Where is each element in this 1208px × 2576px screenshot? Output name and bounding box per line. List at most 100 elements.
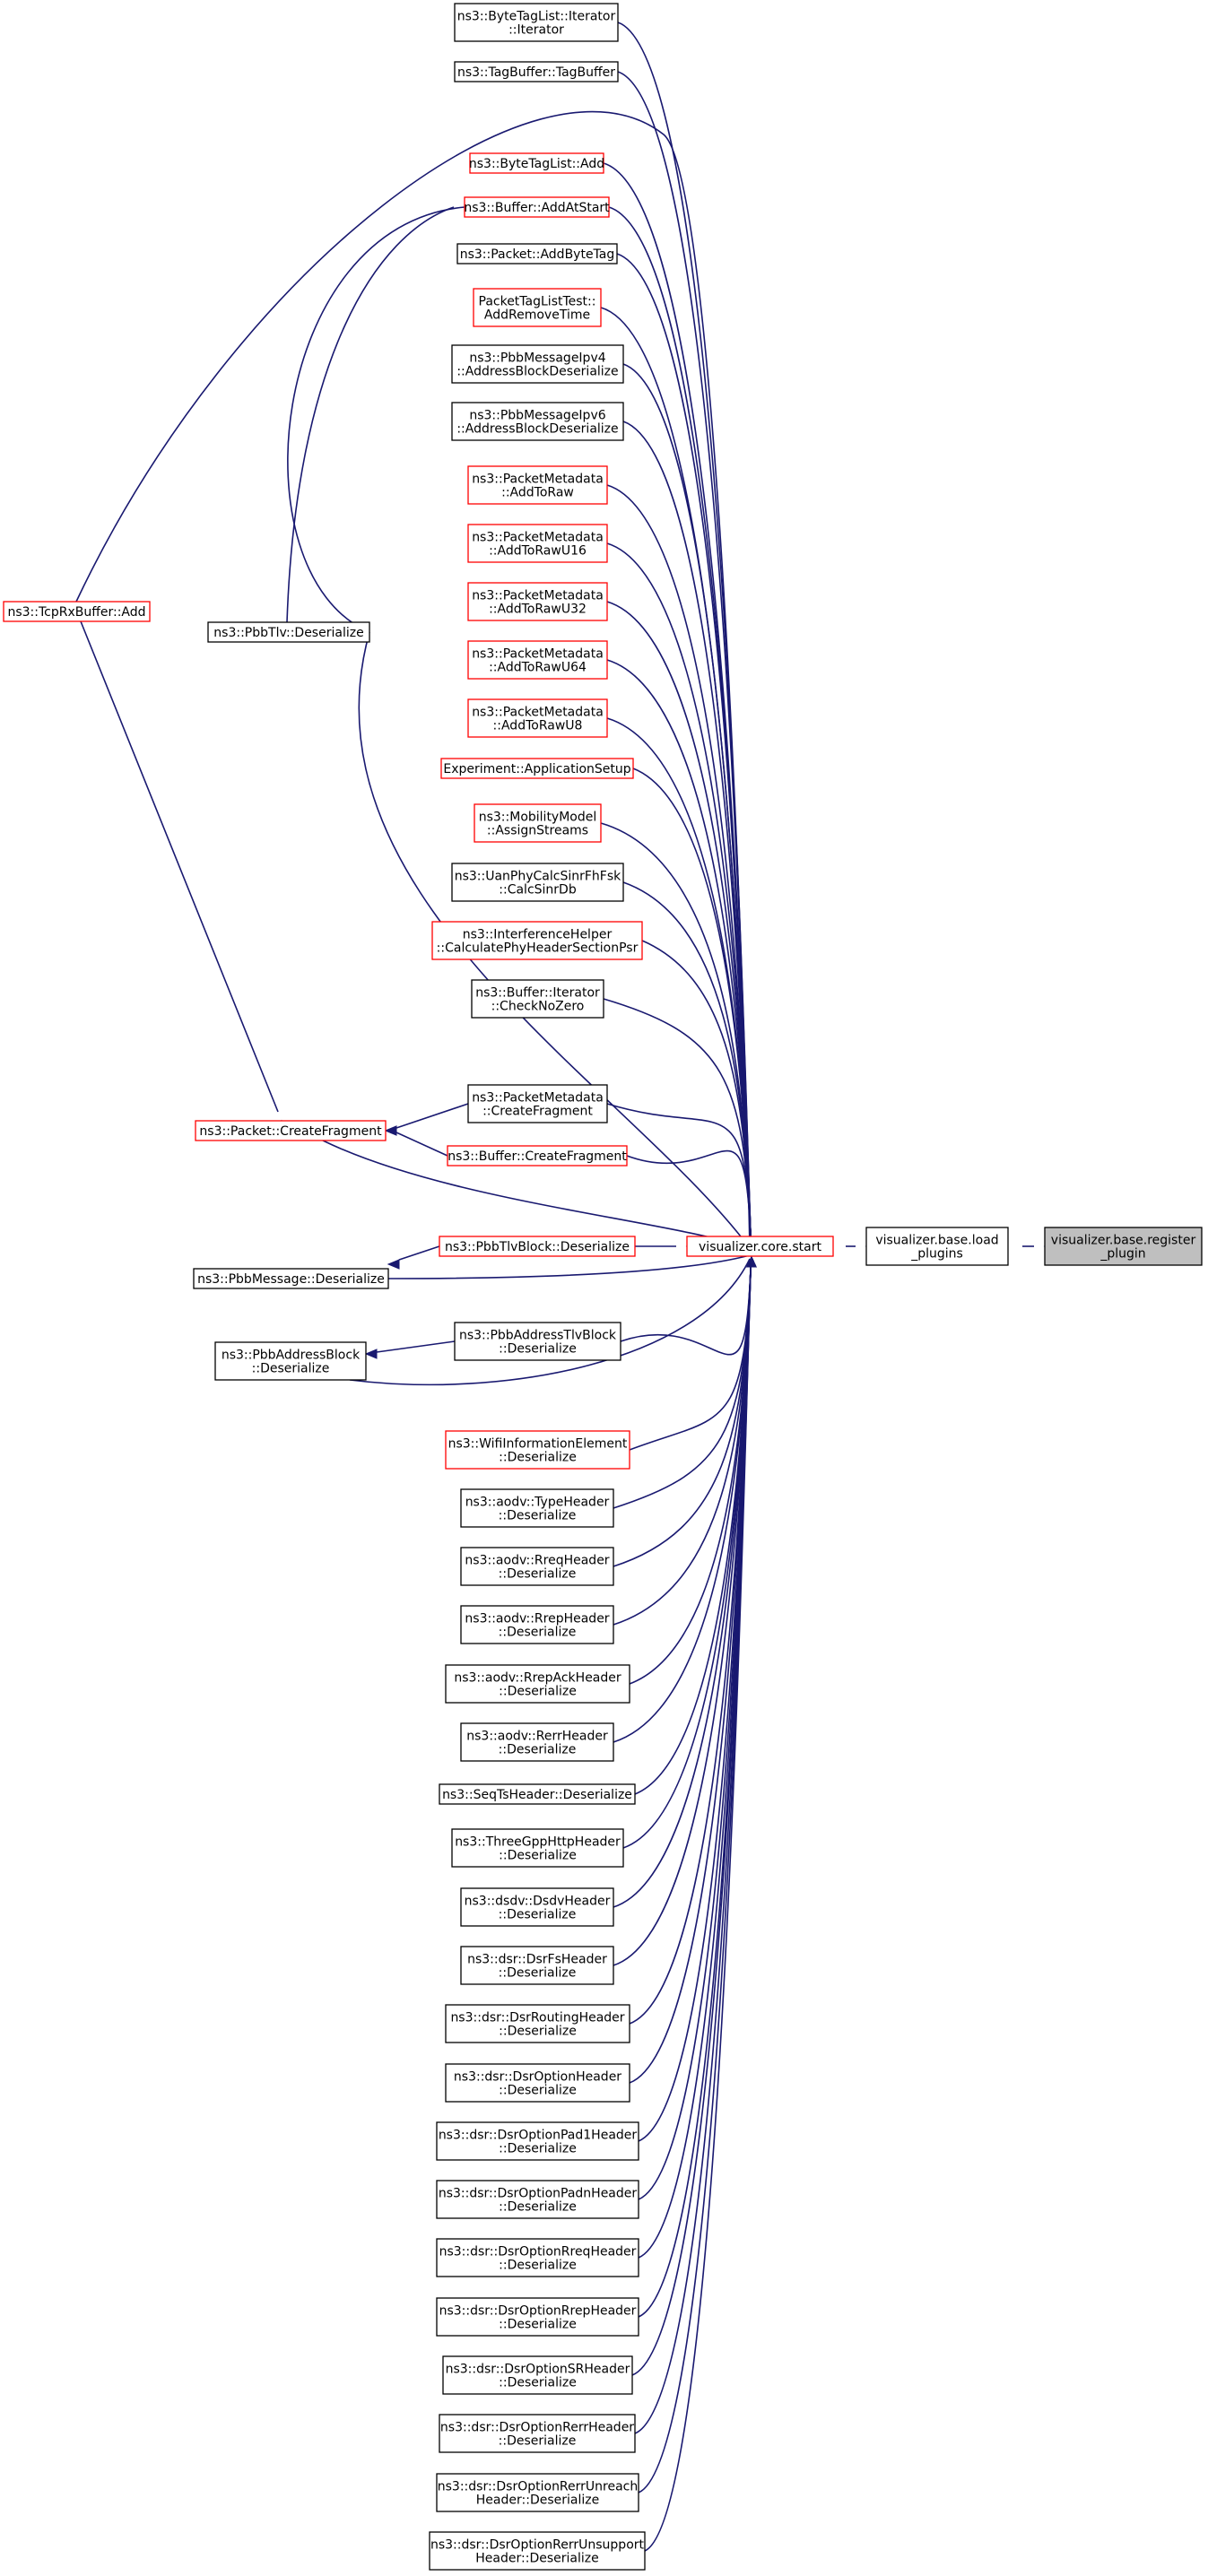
- node-label: ns3::TcpRxBuffer::Add: [7, 605, 145, 620]
- node-bytetagiter[interactable]: ns3::ByteTagList::Iterator::Iterator: [454, 3, 619, 42]
- node-appsetup[interactable]: Experiment::ApplicationSetup: [440, 758, 634, 779]
- node-addtorawu32[interactable]: ns3::PacketMetadata::AddToRawU32: [467, 582, 608, 621]
- node-label: ::AddToRawU64: [489, 661, 587, 675]
- node-label: ns3::aodv::RerrHeader: [466, 1730, 608, 1744]
- node-addtoraw[interactable]: ns3::PacketMetadata::AddToRaw: [467, 465, 608, 505]
- node-tagbuffer[interactable]: ns3::TagBuffer::TagBuffer: [454, 61, 619, 82]
- node-aodvrrepack[interactable]: ns3::aodv::RrepAckHeader::Deserialize: [445, 1664, 630, 1704]
- node-box: [436, 2238, 639, 2277]
- node-pbbaddrblock[interactable]: ns3::PbbAddressBlock::Deserialize: [214, 1341, 367, 1381]
- node-dsrunreach[interactable]: ns3::dsr::DsrOptionRerrUnreachHeader::De…: [436, 2473, 639, 2512]
- node-box: [454, 1322, 621, 1361]
- node-pbbtlv[interactable]: ns3::PbbTlv::Deserialize: [207, 621, 370, 643]
- node-label: ns3::dsr::DsrOptionRerrUnsupport: [430, 2538, 645, 2553]
- node-dsrrouting[interactable]: ns3::dsr::DsrRoutingHeader::Deserialize: [445, 2004, 630, 2043]
- node-box: [467, 582, 608, 621]
- node-register[interactable]: visualizer.base.register_plugin: [1044, 1227, 1203, 1266]
- node-bytetagadd[interactable]: ns3::ByteTagList::Add: [469, 152, 604, 174]
- node-label: ns3::dsr::DsrOptionRerrUnreach: [438, 2480, 639, 2494]
- node-box: [865, 1227, 1009, 1266]
- node-bufcreatefrag[interactable]: ns3::Buffer::CreateFragment: [447, 1145, 628, 1167]
- node-label: ns3::UanPhyCalcSinrFhFsk: [455, 870, 621, 884]
- node-aodvrerr[interactable]: ns3::aodv::RerrHeader::Deserialize: [460, 1722, 614, 1762]
- node-pbbipv4[interactable]: ns3::PbbMessageIpv4::AddressBlockDeseria…: [451, 344, 624, 384]
- node-label: ::Deserialize: [499, 2200, 577, 2215]
- node-label: ::Deserialize: [499, 1966, 577, 1981]
- node-aodvrrep[interactable]: ns3::aodv::RrepHeader::Deserialize: [460, 1605, 614, 1644]
- node-box: [467, 524, 608, 563]
- node-label: ns3::PbbTlv::Deserialize: [213, 626, 363, 640]
- node-label: ::Deserialize: [499, 2434, 577, 2449]
- node-box: [460, 1605, 614, 1644]
- edge-pbbaddrtlvblock-pbbaddrblock: [364, 1340, 456, 1359]
- node-addremovetime[interactable]: PacketTagListTest::AddRemoveTime: [473, 288, 602, 327]
- node-box: [445, 1664, 630, 1704]
- node-aodvrreq[interactable]: ns3::aodv::RreqHeader::Deserialize: [460, 1547, 614, 1586]
- node-label: ::Deserialize: [499, 1567, 577, 1582]
- node-label: ::Deserialize: [499, 1908, 577, 1922]
- node-load[interactable]: visualizer.base.load_plugins: [865, 1227, 1009, 1266]
- node-pmcreatefrag[interactable]: ns3::PacketMetadata::CreateFragment: [467, 1084, 608, 1123]
- edge-pmcreatefrag-packetcreatefrag: [384, 1103, 469, 1136]
- node-dsroption[interactable]: ns3::dsr::DsrOptionHeader::Deserialize: [445, 2063, 630, 2103]
- node-label: visualizer.base.load: [875, 1234, 998, 1248]
- node-label: ::AddressBlockDeserialize: [456, 365, 618, 379]
- node-label: ::Deserialize: [499, 1743, 577, 1757]
- node-label: ns3::Packet::CreateFragment: [199, 1124, 382, 1139]
- node-dsrfs[interactable]: ns3::dsr::DsrFsHeader::Deserialize: [460, 1946, 614, 1985]
- node-pbbmsgdeser[interactable]: ns3::PbbMessage::Deserialize: [193, 1268, 389, 1289]
- node-dsdv[interactable]: ns3::dsdv::DsdvHeader::Deserialize: [460, 1887, 614, 1927]
- node-label: _plugin: [1099, 1247, 1145, 1262]
- node-label: ns3::dsr::DsrRoutingHeader: [450, 2011, 624, 2025]
- node-dsrrerr[interactable]: ns3::dsr::DsrOptionRerrHeader::Deseriali…: [439, 2414, 636, 2453]
- node-pbbaddrtlvblock[interactable]: ns3::PbbAddressTlvBlock::Deserialize: [454, 1322, 621, 1361]
- node-label: ns3::SeqTsHeader::Deserialize: [442, 1788, 632, 1802]
- node-wifiinfo[interactable]: ns3::WifiInformationElement::Deserialize: [445, 1430, 630, 1470]
- node-box: [436, 2473, 639, 2512]
- node-addtorawu64[interactable]: ns3::PacketMetadata::AddToRawU64: [467, 640, 608, 680]
- node-threegpp[interactable]: ns3::ThreeGppHttpHeader::Deserialize: [451, 1828, 624, 1868]
- node-label: ::Deserialize: [499, 2142, 577, 2156]
- node-box: [451, 863, 624, 902]
- node-pbbipv6[interactable]: ns3::PbbMessageIpv6::AddressBlockDeseria…: [451, 402, 624, 441]
- node-pbbtlvblock[interactable]: ns3::PbbTlvBlock::Deserialize: [439, 1236, 636, 1257]
- node-dsrrreq[interactable]: ns3::dsr::DsrOptionRreqHeader::Deseriali…: [436, 2238, 639, 2277]
- edge-aodvtype-start: [613, 1258, 752, 1509]
- node-label: visualizer.base.register: [1051, 1234, 1196, 1248]
- node-dsrpad1[interactable]: ns3::dsr::DsrOptionPad1Header::Deseriali…: [436, 2121, 639, 2161]
- node-box: [445, 1430, 630, 1470]
- node-dsrrrep[interactable]: ns3::dsr::DsrOptionRrepHeader::Deseriali…: [436, 2297, 639, 2337]
- node-packetcreatefrag[interactable]: ns3::Packet::CreateFragment: [195, 1120, 387, 1141]
- node-box: [1044, 1227, 1203, 1266]
- node-box: [439, 1783, 636, 1805]
- node-dsrunsupport[interactable]: ns3::dsr::DsrOptionRerrUnsupportHeader::…: [429, 2531, 646, 2571]
- graph-nodes: visualizer.base.register_pluginvisualize…: [3, 3, 1203, 2571]
- node-label: ::Deserialize: [499, 1342, 577, 1357]
- node-aodvtype[interactable]: ns3::aodv::TypeHeader::Deserialize: [460, 1488, 614, 1528]
- node-label: ns3::dsr::DsrOptionRerrHeader: [440, 2421, 634, 2435]
- node-addtorawu8[interactable]: ns3::PacketMetadata::AddToRawU8: [467, 698, 608, 738]
- node-label: Header::Deserialize: [476, 2494, 599, 2508]
- node-tcprxadd[interactable]: ns3::TcpRxBuffer::Add: [3, 601, 151, 622]
- node-addtorawu16[interactable]: ns3::PacketMetadata::AddToRawU16: [467, 524, 608, 563]
- node-label: ns3::PbbMessageIpv4: [469, 351, 605, 366]
- node-box: [464, 196, 610, 218]
- node-dsrpadn[interactable]: ns3::dsr::DsrOptionPadnHeader::Deseriali…: [436, 2180, 639, 2219]
- node-box: [439, 2414, 636, 2453]
- edge-dsrrrep-start: [638, 1258, 752, 2318]
- node-start[interactable]: visualizer.core.start: [686, 1236, 834, 1257]
- node-box: [195, 1120, 387, 1141]
- node-calcsinrdb[interactable]: ns3::UanPhyCalcSinrFhFsk::CalcSinrDb: [451, 863, 624, 902]
- node-addbytetag[interactable]: ns3::Packet::AddByteTag: [456, 243, 618, 265]
- node-calcphyhdr[interactable]: ns3::InterferenceHelper::CalculatePhyHea…: [431, 921, 643, 960]
- node-label: AddRemoveTime: [484, 308, 590, 323]
- edge-pbbtlv-start: [358, 631, 751, 1249]
- node-assignstreams[interactable]: ns3::MobilityModel::AssignStreams: [474, 803, 602, 843]
- node-label: ns3::aodv::RrepHeader: [465, 1612, 609, 1626]
- node-addatstart[interactable]: ns3::Buffer::AddAtStart: [464, 196, 610, 218]
- node-checknozero[interactable]: ns3::Buffer::Iterator::CheckNoZero: [471, 979, 604, 1019]
- node-seqts[interactable]: ns3::SeqTsHeader::Deserialize: [439, 1783, 636, 1805]
- node-dsrsr[interactable]: ns3::dsr::DsrOptionSRHeader::Deserialize: [442, 2355, 633, 2395]
- node-box: [474, 803, 602, 843]
